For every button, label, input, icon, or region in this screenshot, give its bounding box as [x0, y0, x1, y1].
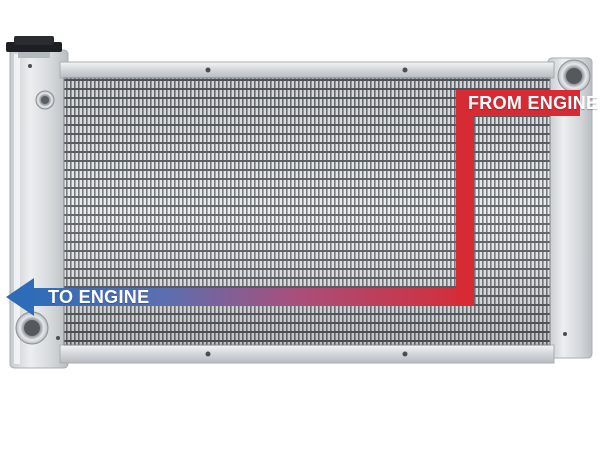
mounting-holes [28, 64, 567, 357]
radiator-cap [6, 36, 62, 58]
from-engine-label: FROM ENGINE [468, 93, 599, 113]
bottom-rail [59, 344, 555, 364]
petcock-fitting [35, 90, 55, 110]
inlet-port [557, 59, 591, 93]
flow-arrow-head [6, 278, 34, 316]
top-rail [59, 61, 555, 79]
coolant-flow-path [6, 90, 580, 316]
to-engine-label: TO ENGINE [48, 287, 150, 307]
outlet-port [15, 311, 49, 345]
